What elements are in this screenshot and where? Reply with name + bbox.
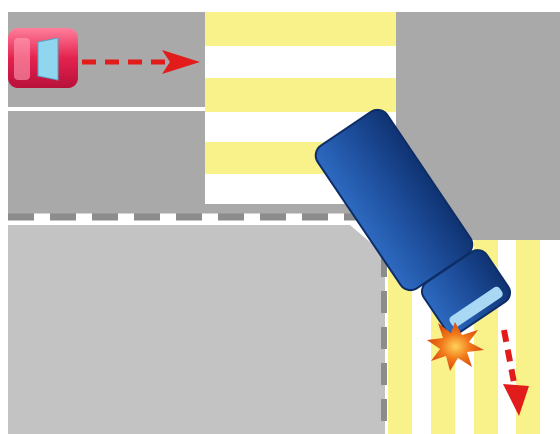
truck-direction-arrow [501, 329, 529, 416]
lane-line [8, 107, 205, 111]
impact-burst [427, 322, 484, 371]
red-car [8, 28, 78, 88]
truck-cab [420, 249, 512, 335]
crosswalk-top [205, 12, 396, 204]
truck-cab-window [449, 286, 503, 328]
car-direction-arrow [82, 50, 200, 74]
sidewalk-lower-left [8, 225, 385, 434]
car-windshield [37, 37, 59, 81]
